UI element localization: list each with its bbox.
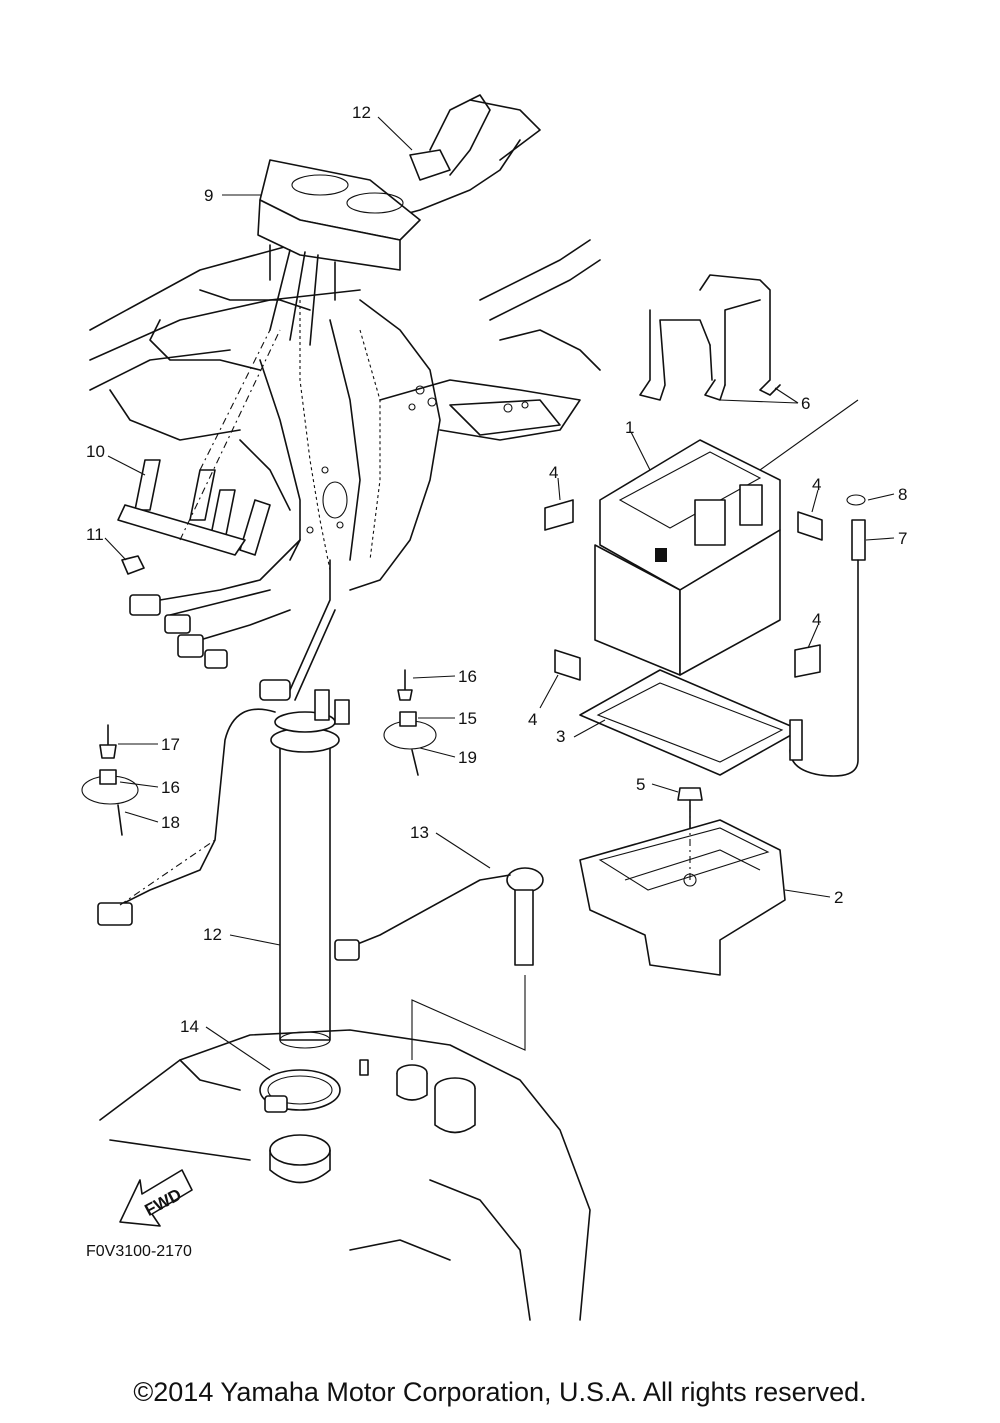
callout-18: 18 (161, 813, 180, 832)
callout-17-right: 16 (458, 667, 477, 686)
part-2-battery-box (579, 819, 786, 976)
part-9-meter-panel (257, 159, 421, 346)
part-3-battery-mat (579, 669, 801, 776)
callout-labels: 12 9 10 11 1 4 4 4 4 3 6 8 7 5 2 13 12 1… (86, 103, 907, 1036)
callout-1: 1 (625, 418, 634, 437)
part-1-battery (594, 439, 781, 676)
callout-17-left: 17 (161, 735, 180, 754)
part-8-clip (846, 494, 866, 506)
callout-14: 12 (352, 103, 371, 122)
leader-lines (104, 116, 895, 1071)
callout-10: 10 (86, 442, 105, 461)
callout-9: 9 (204, 186, 213, 205)
callout-12: 12 (203, 925, 222, 944)
callout-13: 14 (180, 1017, 199, 1036)
part-4-pads (544, 499, 823, 681)
part-16-17-clamps (81, 669, 437, 836)
alignment-lines (119, 329, 859, 1060)
callout-4-top-left: 4 (549, 463, 558, 482)
copyright-notice: ©2014 Yamaha Motor Corporation, U.S.A. A… (133, 1377, 867, 1407)
callout-16-right: 15 (458, 709, 477, 728)
figure-code: F0V3100-2170 (86, 1243, 192, 1260)
callout-2: 2 (834, 888, 843, 907)
part-12-fuel-sender (97, 689, 350, 1049)
wire-harness (129, 539, 336, 701)
part-10-bracket (117, 459, 271, 556)
part-11-nut (121, 555, 145, 575)
callout-19: 19 (458, 748, 477, 767)
callout-5: 5 (636, 775, 645, 794)
callout-16-left: 16 (161, 778, 180, 797)
part-15-sensor (334, 867, 544, 966)
callout-4-bottom-right: 4 (812, 610, 821, 629)
callout-6: 6 (801, 394, 810, 413)
callout-7: 7 (898, 529, 907, 548)
part-7-breather-hose (789, 519, 866, 777)
callout-11: 11 (86, 525, 104, 544)
fuel-tank (99, 1029, 591, 1321)
callout-8: 8 (898, 485, 907, 504)
part-6-battery-band (639, 274, 781, 401)
part-13-clamp (259, 1069, 341, 1113)
part-14-cap (409, 94, 491, 181)
callout-4-top-right: 4 (812, 475, 821, 494)
fwd-arrow: FWD (119, 1169, 193, 1227)
callout-15: 13 (410, 823, 429, 842)
callout-4-bottom-left: 4 (528, 710, 537, 729)
hull-frame-upper (89, 99, 601, 591)
callout-3: 3 (556, 727, 565, 746)
